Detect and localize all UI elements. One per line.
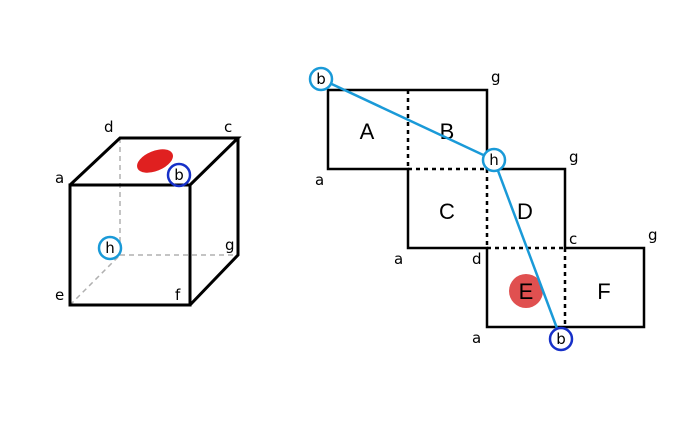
cube-point-h-circle: [97, 235, 123, 261]
net-point-h-circle: [481, 147, 507, 173]
cube-red-mark: [136, 149, 174, 173]
net-point-h-label: h: [489, 151, 499, 169]
cube-point-h-label: h: [105, 239, 115, 257]
net-vertex-d: d: [472, 250, 482, 268]
net-vertex-g-right: g: [648, 226, 658, 244]
net-vertex-g-mid: g: [569, 148, 579, 166]
net-point-b-top-circle: [308, 66, 334, 92]
cube-top-face: [68, 136, 242, 187]
cube-hidden-edge-eh: [69, 254, 121, 306]
cube-vertex-a: a: [55, 169, 64, 187]
net-fold-lines: [406, 90, 567, 327]
net-diagram: A B C D E F b h b g a g a d c g a: [308, 66, 658, 352]
cube-point-b-circle: [166, 162, 192, 188]
cube-diagram: b h d c a g e f: [55, 118, 242, 307]
net-vertex-a-bottom: a: [472, 329, 481, 347]
cube-vertex-d: d: [104, 118, 114, 136]
net-vertex-a-mid: a: [394, 250, 403, 268]
cube-front-face: [68, 183, 192, 307]
cube-vertex-g: g: [225, 236, 235, 254]
net-vertex-c: c: [569, 230, 577, 248]
net-face-C: C: [439, 199, 455, 224]
net-point-b-top-label: b: [316, 70, 326, 88]
net-vertex-g-top: g: [491, 68, 501, 86]
net-face-B: B: [440, 119, 455, 144]
net-face-D: D: [517, 199, 533, 224]
cube-right-face: [188, 138, 240, 307]
cube-vertex-e: e: [55, 286, 64, 304]
cube-point-b-label: b: [174, 166, 184, 184]
net-face-E: E: [519, 279, 534, 304]
cube-vertex-f: f: [175, 286, 181, 304]
cube-vertex-c: c: [224, 118, 232, 136]
net-vertex-a-left: a: [315, 171, 324, 189]
net-red-mark: [509, 274, 543, 308]
net-point-b-bottom-label: b: [556, 330, 566, 348]
net-face-F: F: [597, 279, 610, 304]
net-face-A: A: [360, 119, 375, 144]
net-point-b-bottom-circle: [548, 326, 574, 352]
